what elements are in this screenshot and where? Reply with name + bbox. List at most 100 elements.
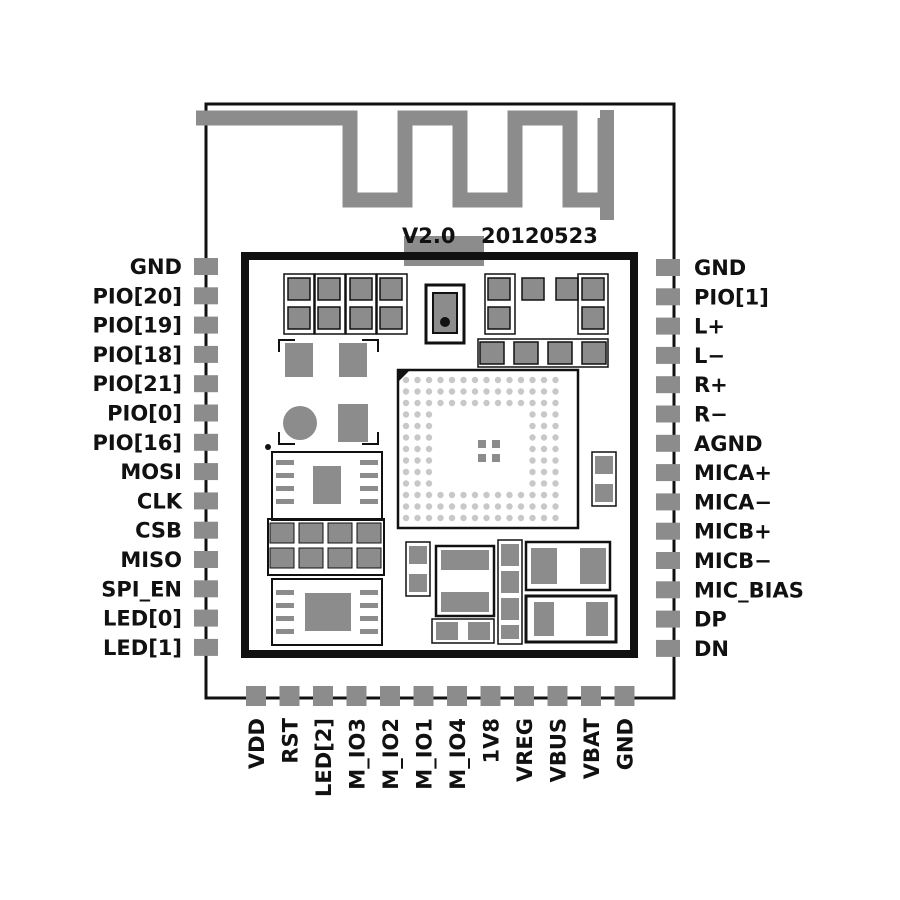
left-pin-label: PIO[18] <box>93 343 182 367</box>
right-pin-label: MICB− <box>694 549 772 573</box>
left-pad <box>194 521 218 539</box>
module-outline <box>204 102 676 700</box>
bga-chip <box>396 368 580 530</box>
bottom-pad <box>581 686 601 706</box>
left-pin-label: LED[0] <box>103 607 182 631</box>
left-pad <box>194 609 218 627</box>
left-passive-row <box>267 518 385 576</box>
bottom-pin-label: VREG <box>513 718 537 782</box>
left-ic-lower <box>271 578 383 646</box>
left-pad <box>194 551 218 568</box>
left-pin-label: LED[1] <box>103 636 182 660</box>
left-pad <box>194 433 218 451</box>
right-pad <box>656 493 680 511</box>
shield-can <box>241 252 638 658</box>
bottom-pad <box>380 686 400 706</box>
left-pin-label: GND <box>130 255 182 279</box>
right-pin-label: DN <box>694 637 729 661</box>
left-pin-label: PIO[19] <box>93 314 182 338</box>
right-pad <box>656 464 680 482</box>
left-pin-label: CSB <box>135 519 182 543</box>
small-ic <box>424 283 466 345</box>
small-ic-dot <box>440 317 450 327</box>
bottom-pad <box>480 686 501 706</box>
bottom-pad <box>246 686 266 706</box>
left-pin-label: PIO[21] <box>93 372 182 396</box>
antenna-feed <box>404 236 484 266</box>
right-pad <box>656 317 680 335</box>
left-pad <box>194 287 218 305</box>
right-pin-label: MICB+ <box>694 520 772 544</box>
bottom-components <box>405 539 618 645</box>
left-pad <box>194 638 218 656</box>
right-pad <box>656 434 680 452</box>
left-pad-column: GND PIO[20] PIO[19] PIO[18] PIO[21] PIO[0] PIO… <box>93 255 218 660</box>
bottom-pad <box>279 686 300 706</box>
left-pin-label: PIO[0] <box>107 402 182 426</box>
left-pin-label: PIO[16] <box>93 431 182 455</box>
right-passive <box>591 451 617 507</box>
right-pin-label: MICA+ <box>694 461 772 485</box>
revision-label: V2.0 <box>402 224 455 248</box>
bottom-pad <box>447 686 467 706</box>
bottom-pin-label: VBUS <box>547 718 571 782</box>
right-pin-label: DP <box>694 608 727 632</box>
right-pad <box>656 405 680 423</box>
right-pad <box>656 376 680 394</box>
bottom-pin-label: M_IO1 <box>413 718 437 790</box>
right-pin-label: AGND <box>694 432 763 456</box>
bottom-pad <box>614 686 635 706</box>
bottom-pad <box>313 686 333 706</box>
right-pad <box>656 552 680 569</box>
left-pin-label: MISO <box>120 548 182 572</box>
bottom-pin-label: VBAT <box>580 717 604 779</box>
bottom-pin-label: GND <box>614 718 638 770</box>
antenna-trace <box>196 110 613 208</box>
right-pad <box>656 259 680 276</box>
right-pin-label: L+ <box>694 315 725 339</box>
left-pin-label: MOSI <box>120 460 182 484</box>
right-pin-label: GND <box>694 256 746 280</box>
left-pin-label: CLK <box>137 489 183 513</box>
left-pad <box>194 404 218 422</box>
bottom-pin-label: M_IO3 <box>346 718 370 790</box>
right-pad-column: GND PIO[1] L+ L− R+ R− AGND MICA+ MICA− MICB+ MICB… <box>656 256 804 661</box>
bottom-pad <box>413 686 434 706</box>
left-pin-label: PIO[20] <box>93 284 182 308</box>
left-ic-upper <box>265 444 383 521</box>
left-pad <box>194 463 218 481</box>
right-pad <box>656 346 680 364</box>
right-pin-label: R− <box>694 403 728 427</box>
passive-outlines <box>283 273 609 368</box>
right-pin-label: PIO[1] <box>694 285 769 309</box>
right-pin-label: L− <box>694 344 725 368</box>
right-pad <box>656 610 680 628</box>
left-pad <box>194 258 218 275</box>
right-pin-label: MIC_BIAS <box>694 578 804 602</box>
right-pin-label: MICA− <box>694 490 772 514</box>
bottom-pad <box>346 686 367 706</box>
bottom-pin-label: 1V8 <box>480 718 504 763</box>
right-pad <box>656 581 680 599</box>
bottom-pin-label: M_IO2 <box>379 718 403 790</box>
left-pin-label: SPI_EN <box>101 577 182 601</box>
left-pad <box>194 375 218 393</box>
right-pad <box>656 639 680 657</box>
top-passives <box>287 277 607 365</box>
bottom-pin-label: RST <box>279 717 303 763</box>
left-big-pads <box>278 339 379 445</box>
left-pad <box>194 345 218 363</box>
right-pad <box>656 522 680 540</box>
bottom-pad <box>514 686 534 706</box>
date-code-label: 20120523 <box>481 224 598 248</box>
bottom-pad-row: VDD RST LED[2] M_IO3 M_IO2 M_IO1 M_IO4 1V8 VREG V… <box>245 686 638 797</box>
antenna-end-pad <box>600 110 614 220</box>
right-pin-label: R+ <box>694 373 728 397</box>
left-pad <box>194 492 218 510</box>
bottom-pin-label: LED[2] <box>312 718 336 797</box>
bottom-pin-label: M_IO4 <box>446 718 470 790</box>
left-pad <box>194 316 218 334</box>
bottom-pin-label: VDD <box>245 718 269 769</box>
left-pad <box>194 580 218 598</box>
